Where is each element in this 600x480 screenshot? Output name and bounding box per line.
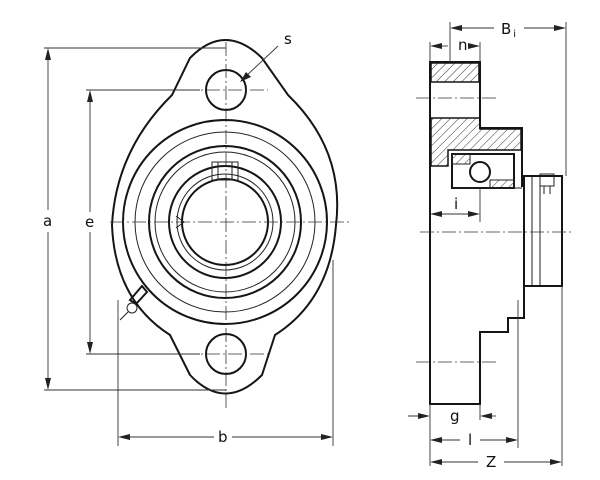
grease-nipple [119,284,149,321]
locking-collar [523,175,563,287]
dim-label-g: g [450,407,460,425]
dim-label-l: l [468,431,472,449]
dim-label-e: e [85,213,94,231]
flange-body [429,61,525,405]
dim-label-z: Z [486,453,496,471]
front-view: a e b s [40,30,352,448]
set-screw [211,161,239,181]
housing-outline [110,39,339,395]
dim-label-i: i [454,195,458,213]
dim-label-n: n [458,36,468,54]
dim-label-s: s [284,30,292,48]
bearing-ball [469,161,491,183]
flange-section-hatch [430,62,480,83]
dim-label-b: b [218,428,228,446]
dim-label-a: a [43,212,52,230]
housing-section-hatch [430,117,522,167]
collar-screw [539,173,555,187]
